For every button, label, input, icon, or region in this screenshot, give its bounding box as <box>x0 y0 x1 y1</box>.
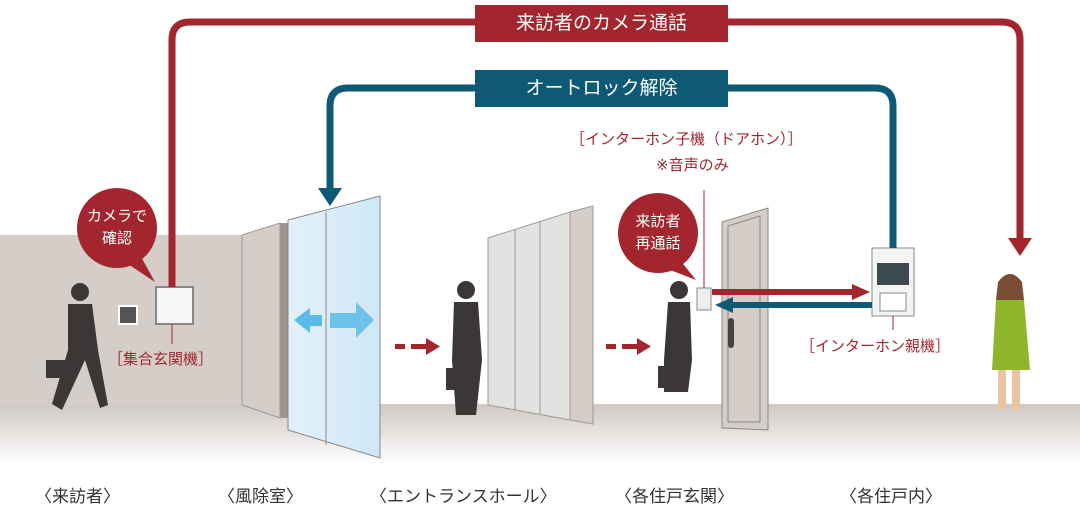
check-camera-bubble-text: カメラで 確認 <box>77 205 157 249</box>
arrow-down-icon <box>1008 238 1032 256</box>
entrance-unit-device <box>155 286 194 325</box>
walk-arrow-icon <box>606 338 651 355</box>
bubble-line: 確認 <box>101 229 132 247</box>
location-unit-interior: 〈各住戸内〉 <box>840 487 942 505</box>
bubble-line: 来訪者 <box>635 212 681 230</box>
arrow-right-icon <box>852 284 870 300</box>
location-visitor: 〈来訪者〉 <box>35 487 120 505</box>
speech-bubble <box>618 193 698 273</box>
recall-bubble-text: 来訪者 再通話 <box>618 210 698 254</box>
camera-call-label: 来訪者のカメラ通話 <box>475 5 728 42</box>
door-phone-label: ［インターホン子機（ドアホン）］ <box>570 130 803 148</box>
unit-door <box>721 207 769 431</box>
bubble-line: カメラで <box>86 207 147 225</box>
entrance-hall-door <box>487 211 571 421</box>
visitor-figure <box>446 281 482 415</box>
door-phone-device <box>696 287 712 311</box>
location-vestibule: 〈風除室〉 <box>218 487 303 505</box>
open-arrow-icon <box>294 308 322 333</box>
keypad <box>118 305 138 325</box>
location-unit-entrance: 〈各住戸玄関〉 <box>615 487 734 505</box>
resident-figure <box>992 274 1030 410</box>
master-unit-label: ［インターホン親機］ <box>800 337 951 355</box>
vestibule-wall <box>241 222 281 419</box>
walk-arrow-icon <box>395 338 440 355</box>
speech-bubble <box>77 188 157 268</box>
autolock-release-line <box>326 84 897 248</box>
door-phone-note: ※音声のみ <box>656 156 729 174</box>
location-entrance-hall: 〈エントランスホール〉 <box>370 487 557 505</box>
bubble-line: 再通話 <box>635 234 681 252</box>
arrow-left-icon <box>715 297 733 313</box>
visitor-figure <box>46 283 108 410</box>
autolock-release-label: オートロック解除 <box>475 70 728 107</box>
entrance-unit-label: ［集合玄関機］ <box>108 350 214 368</box>
arrow-down-icon <box>318 188 342 206</box>
open-arrow-icon <box>330 302 374 338</box>
visitor-figure <box>658 281 692 392</box>
